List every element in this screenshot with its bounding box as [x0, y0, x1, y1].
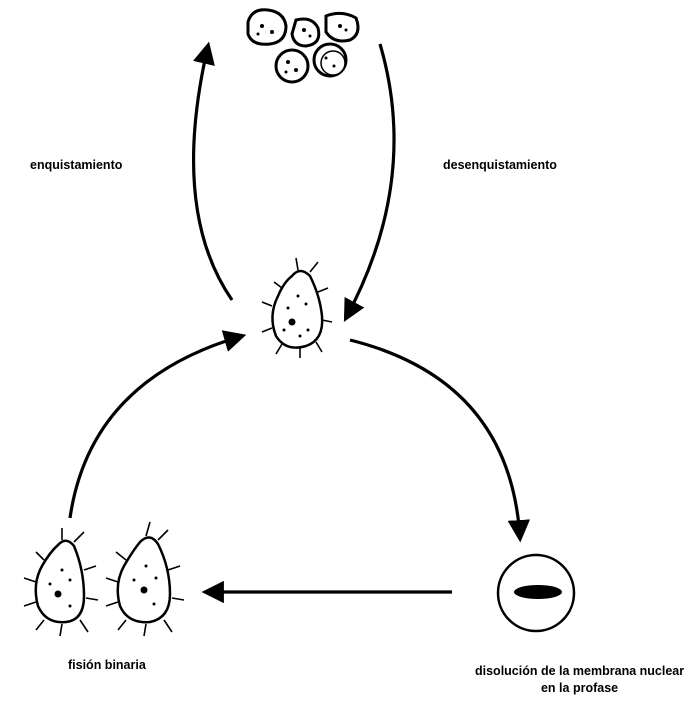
label-excystment: desenquistamiento [443, 158, 557, 172]
central-trophozoite [261, 257, 333, 358]
fission-pair [23, 521, 185, 637]
prophase-nucleus [496, 553, 576, 633]
fission-cell-right [105, 521, 185, 637]
label-nuclear-dissolution-line1: disolución de la membrana nuclear [475, 664, 685, 678]
cyst-2 [290, 17, 321, 48]
cyst-3 [324, 11, 360, 43]
label-binary-fission: fisión binaria [68, 658, 146, 672]
label-nuclear-dissolution: disolución de la membrana nuclear en la … [475, 663, 684, 697]
arrow-excystment [343, 43, 396, 322]
cycle-arrows [68, 41, 531, 604]
label-nuclear-dissolution-line2: en la profase [540, 681, 619, 695]
arrow-fission-to-trophozoite [68, 330, 247, 519]
arrow-encystment [192, 41, 234, 301]
arrow-to-prophase [349, 338, 531, 543]
fission-cell-left [23, 528, 99, 637]
cyst-1 [246, 8, 288, 46]
cyst-5-inner [320, 50, 346, 76]
cyst-4 [274, 48, 310, 84]
cyst-cluster [246, 8, 360, 84]
label-encystment: enquistamiento [30, 158, 123, 172]
